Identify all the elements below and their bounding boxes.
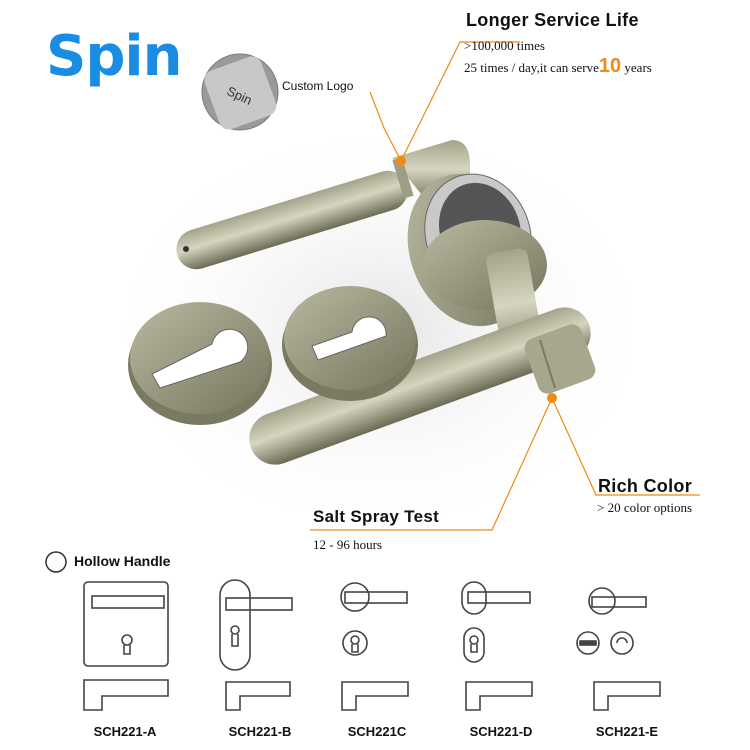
salt-spray-line1: 12 - 96 hours bbox=[313, 537, 382, 552]
callout-dot-bottom bbox=[547, 393, 557, 403]
hollow-handle-radio bbox=[45, 551, 67, 573]
model-label-d: SCH221-D bbox=[469, 724, 533, 739]
diagrams bbox=[83, 579, 661, 711]
lower-lever-handle bbox=[249, 248, 596, 465]
escutcheon-left bbox=[128, 302, 272, 425]
service-life-line1: >100,000 times bbox=[464, 38, 545, 53]
model-label-b: SCH221-B bbox=[228, 724, 292, 739]
salt-spray-title: Salt Spray Test bbox=[313, 507, 440, 526]
custom-logo-label: Custom Logo bbox=[282, 79, 354, 93]
logo-rest: pin bbox=[85, 24, 182, 89]
custom-logo-inset: Spin bbox=[201, 53, 279, 131]
hollow-handle-label: Hollow Handle bbox=[74, 553, 171, 569]
escutcheon-right bbox=[282, 286, 418, 401]
logo-s: S bbox=[46, 24, 86, 89]
rich-color-line1: > 20 color options bbox=[597, 500, 693, 515]
service-life-post: years bbox=[624, 60, 652, 75]
service-life-title: Longer Service Life bbox=[466, 10, 639, 30]
callout-dot-top bbox=[396, 156, 406, 166]
service-life-line2: 25 times / day,it can serve10 years bbox=[464, 55, 652, 78]
model-label-c: SCH221C bbox=[347, 724, 407, 739]
brand-logo: Spin bbox=[46, 24, 183, 89]
model-label-e: SCH221-E bbox=[595, 724, 659, 739]
rich-color-title: Rich Color bbox=[598, 476, 693, 496]
callout-lines bbox=[310, 41, 700, 531]
model-label-a: SCH221-A bbox=[93, 724, 157, 739]
service-life-number: 10 bbox=[598, 55, 622, 77]
service-life-pre: 25 times / day,it can serve bbox=[464, 60, 599, 75]
